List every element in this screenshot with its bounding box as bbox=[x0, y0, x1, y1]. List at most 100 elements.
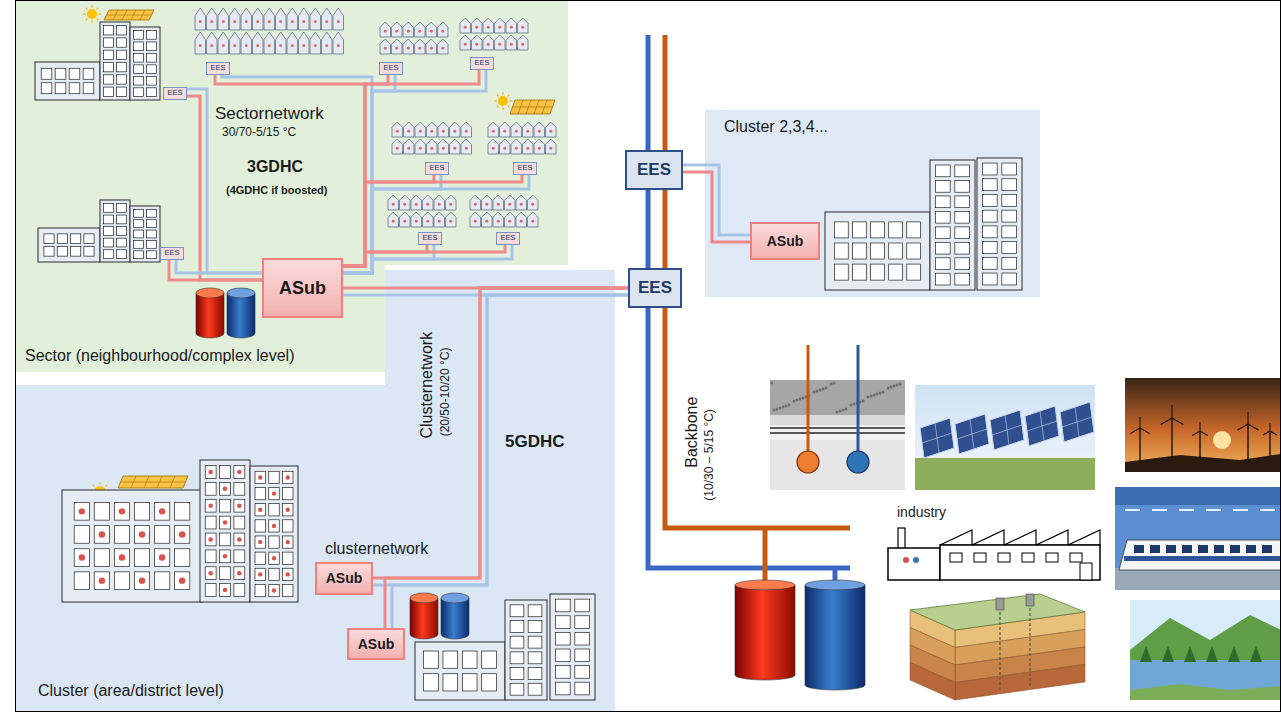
icon-part bbox=[403, 203, 406, 206]
icon-part bbox=[1172, 418, 1183, 425]
icon-part bbox=[395, 30, 398, 33]
icon-part bbox=[134, 230, 144, 238]
icon-part bbox=[773, 409, 776, 412]
icon-part bbox=[510, 100, 555, 114]
icon-part bbox=[857, 345, 860, 452]
storage-tank-icon bbox=[227, 288, 255, 338]
substation-box: ASub bbox=[262, 258, 343, 318]
icon-part bbox=[526, 147, 529, 150]
icon-part bbox=[443, 674, 458, 691]
icon-part bbox=[283, 552, 293, 564]
building-icon bbox=[35, 62, 100, 100]
icon-part bbox=[426, 203, 429, 206]
icon-part bbox=[69, 83, 80, 94]
icon-part bbox=[1002, 226, 1017, 238]
icon-part bbox=[735, 585, 795, 675]
icon-part bbox=[410, 593, 438, 603]
icon-part bbox=[850, 404, 853, 407]
icon-part bbox=[199, 44, 202, 47]
icon-part bbox=[1200, 431, 1208, 436]
icon-part bbox=[55, 83, 66, 94]
icon-part bbox=[1040, 411, 1044, 441]
icon-part bbox=[1152, 509, 1167, 511]
box-label: ASub bbox=[279, 278, 326, 299]
icon-part bbox=[154, 549, 169, 567]
region-shape bbox=[705, 110, 1040, 297]
box-label: ASub bbox=[358, 636, 395, 652]
building-icon bbox=[200, 460, 250, 602]
icon-part bbox=[269, 520, 279, 532]
icon-part bbox=[825, 212, 930, 290]
substation-box: ASub bbox=[347, 628, 405, 660]
generation-label: 5GDHC bbox=[505, 432, 565, 452]
icon-part bbox=[208, 537, 213, 542]
icon-part bbox=[1139, 417, 1140, 428]
icon-part bbox=[1270, 431, 1277, 435]
icon-part bbox=[955, 665, 1085, 701]
solar-panel-icon bbox=[118, 476, 188, 488]
icon-part bbox=[410, 598, 438, 634]
icon-part bbox=[147, 42, 157, 51]
icon-part bbox=[935, 196, 950, 208]
icon-part bbox=[104, 75, 114, 84]
icon-part bbox=[234, 499, 245, 512]
icon-part bbox=[1060, 402, 1094, 442]
icon-part bbox=[982, 194, 997, 206]
icon-part bbox=[503, 147, 506, 150]
icon-part bbox=[485, 220, 488, 223]
icon-part bbox=[913, 557, 919, 563]
icon-part bbox=[1260, 509, 1275, 511]
icon-part bbox=[853, 222, 867, 238]
icon-part bbox=[255, 568, 265, 580]
icon-part bbox=[41, 68, 52, 79]
icon-part bbox=[196, 288, 224, 298]
icon-part bbox=[134, 240, 144, 248]
icon-part bbox=[223, 554, 228, 559]
icon-part bbox=[41, 83, 52, 94]
icon-part bbox=[836, 411, 839, 414]
icon-part bbox=[498, 26, 501, 29]
icon-part bbox=[819, 389, 822, 392]
icon-part bbox=[55, 68, 66, 79]
icon-part bbox=[208, 503, 213, 508]
temperature-label: (20/50-10/20 °C) bbox=[438, 348, 452, 437]
icon-part bbox=[510, 100, 513, 101]
icon-part bbox=[438, 220, 441, 223]
icon-part bbox=[117, 227, 127, 236]
building-icon bbox=[415, 642, 505, 700]
icon-part bbox=[497, 220, 500, 223]
icon-part bbox=[1247, 412, 1248, 424]
icon-part bbox=[104, 238, 114, 247]
icon-part bbox=[134, 220, 144, 228]
icon-part bbox=[134, 549, 149, 567]
icon-part bbox=[890, 386, 893, 389]
icon-part bbox=[255, 487, 265, 499]
icon-part bbox=[104, 62, 114, 71]
icon-part bbox=[763, 528, 768, 585]
icon-part bbox=[982, 179, 997, 191]
icon-part bbox=[865, 585, 866, 685]
icon-part bbox=[117, 215, 127, 224]
temperature-label: (10/30 – 5/15 °C) bbox=[703, 409, 717, 501]
icon-part bbox=[269, 536, 279, 548]
icon-part bbox=[1115, 568, 1281, 590]
temperature-label: 30/70-5/15 °C bbox=[222, 126, 296, 140]
icon-part bbox=[982, 210, 997, 222]
icon-part bbox=[520, 203, 523, 206]
icon-part bbox=[830, 383, 833, 386]
icon-part bbox=[223, 588, 228, 593]
icon-part bbox=[114, 526, 129, 544]
icon-part bbox=[256, 20, 259, 23]
icon-part bbox=[462, 674, 477, 691]
icon-part bbox=[79, 554, 85, 560]
icon-part bbox=[825, 387, 828, 390]
icon-part bbox=[1125, 454, 1281, 472]
icon-part bbox=[283, 568, 293, 580]
icon-part bbox=[907, 264, 921, 280]
icon-part bbox=[269, 552, 279, 564]
icon-part bbox=[430, 30, 433, 33]
icon-part bbox=[1025, 406, 1059, 446]
icon-part bbox=[441, 598, 469, 634]
icon-part bbox=[159, 554, 165, 560]
icon-part bbox=[528, 668, 542, 680]
